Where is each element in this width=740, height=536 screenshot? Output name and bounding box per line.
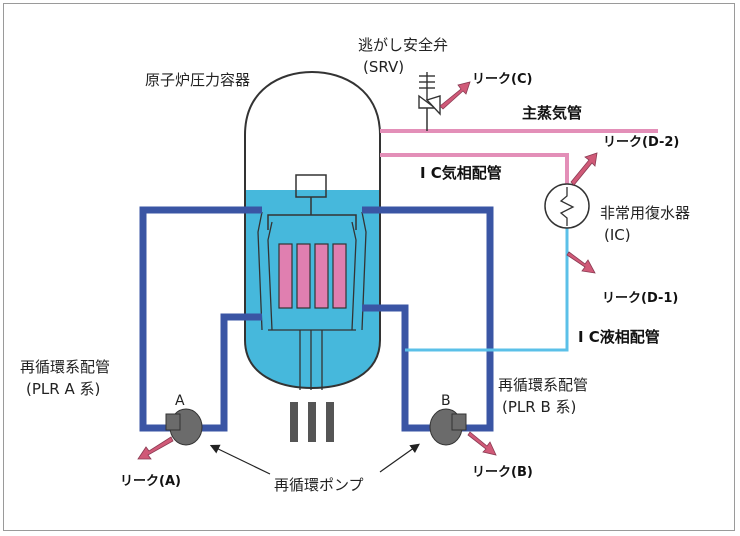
plr-b-sys-label: (PLR B 系) [502,398,576,416]
vessel-water [245,190,380,388]
leak-arrow-d1 [566,251,596,274]
srv-label: 逃がし安全弁 [358,36,448,54]
plr-b-label: 再循環系配管 [498,376,588,394]
ic-gas-label: I C気相配管 [420,164,502,182]
leak-b-label: リーク(B) [472,465,533,480]
pump-b [429,408,467,446]
leak-a-label: リーク(A) [120,474,181,489]
pump-label: 再循環ポンプ [274,476,364,494]
leak-arrow-b [467,431,497,456]
steam-dryer [267,174,357,230]
pump-b-label: B [441,393,451,409]
isolation-condenser [544,183,590,229]
leak-arrow-c [439,81,471,110]
plr-a-sys-label: (PLR A 系) [26,380,100,398]
srv-abbr-label: (SRV) [363,58,404,76]
fuel-assemblies [278,243,347,309]
ic-gas-pipe [380,153,569,185]
leak-arrow-d2 [570,152,598,186]
plr-a-label: 再循環系配管 [20,358,110,376]
pump-pointer-right [379,443,420,473]
ic-name-label: 非常用復水器 [600,204,690,222]
pump-a [165,408,203,446]
pressure-vessel [244,70,381,390]
leak-arrows [137,81,598,460]
leak-c-label: リーク(C) [472,72,532,87]
plr-b-pipe [362,206,494,432]
pump-a-label: A [175,393,185,409]
ic-liquid-label: I C液相配管 [578,328,660,346]
ic-liquid-pipe [405,228,569,352]
leak-d1-label: リーク(D-1) [602,291,678,306]
leak-arrow-a [137,436,174,460]
main-steam-label: 主蒸気管 [522,104,582,122]
control-rod-drives [290,402,334,442]
plr-a-pipe [139,206,262,432]
leak-d2-label: リーク(D-2) [603,135,679,150]
rpv-label: 原子炉圧力容器 [145,71,250,89]
vessel-internals [257,211,367,390]
pump-pointer-left [209,444,271,475]
ic-abbr-label: (IC) [604,226,631,244]
safety-relief-valve [418,72,441,116]
